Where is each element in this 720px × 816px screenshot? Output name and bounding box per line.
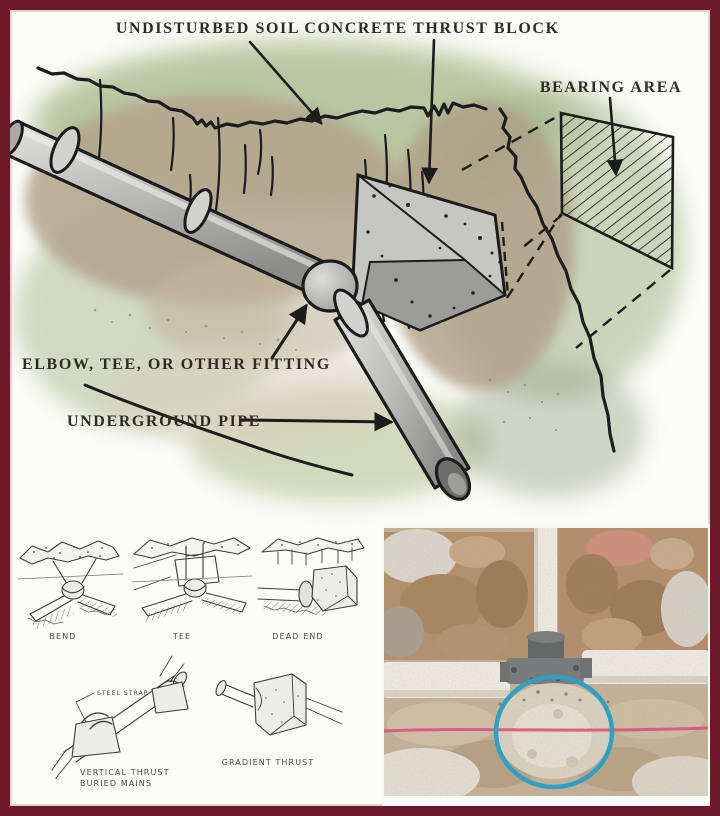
sketch-canvas: BEND TEE DEAD END STEEL STRAP VERTICAL T… <box>17 537 365 788</box>
concrete-thrust-block <box>350 173 510 332</box>
leader-lines <box>240 38 624 432</box>
label-dead-end: DEAD END <box>272 632 323 641</box>
installation-photo <box>382 524 710 806</box>
sketch-dead-end <box>257 537 365 617</box>
thrust-block-illustration: UNDISTURBED SOIL CONCRETE THRUST BLOCK B… <box>10 10 710 528</box>
block-speckles <box>366 184 502 318</box>
photo-grain <box>384 528 708 796</box>
sketch-gradient-thrust <box>215 673 343 736</box>
photo-canvas <box>382 524 710 806</box>
bearing-area-plane <box>461 111 675 349</box>
label-tee: TEE <box>172 632 191 641</box>
illustration-labels: UNDISTURBED SOIL CONCRETE THRUST BLOCK B… <box>22 20 682 430</box>
sketch-labels: BEND TEE DEAD END STEEL STRAP VERTICAL T… <box>49 632 323 788</box>
label-steel-strap: STEEL STRAP <box>97 690 149 697</box>
sketch-bend <box>17 540 124 630</box>
thrust-types-sketch-panel: BEND TEE DEAD END STEEL STRAP VERTICAL T… <box>10 526 382 806</box>
label-undisturbed-soil: UNDISTURBED SOIL <box>116 20 300 37</box>
label-bend: BEND <box>49 632 76 641</box>
illustration-canvas: UNDISTURBED SOIL CONCRETE THRUST BLOCK B… <box>10 20 685 503</box>
projection-dashes <box>461 114 671 349</box>
label-concrete-thrust-block: CONCRETE THRUST BLOCK <box>304 20 559 37</box>
label-elbow-fitting: ELBOW, TEE, OR OTHER FITTING <box>22 356 331 373</box>
stipple-dots <box>93 308 560 432</box>
underground-pipe-drawing <box>10 119 472 501</box>
label-gradient-thrust: GRADIENT THRUST <box>222 758 315 767</box>
sketch-vertical-thrust <box>51 655 189 779</box>
sketch-tee <box>131 537 253 623</box>
label-bearing-area: BEARING AREA <box>540 79 682 96</box>
label-vertical-thrust-1: VERTICAL THRUST <box>80 768 170 777</box>
label-vertical-thrust-2: BURIED MAINS <box>80 779 152 788</box>
label-underground-pipe: UNDERGROUND PIPE <box>67 413 261 430</box>
